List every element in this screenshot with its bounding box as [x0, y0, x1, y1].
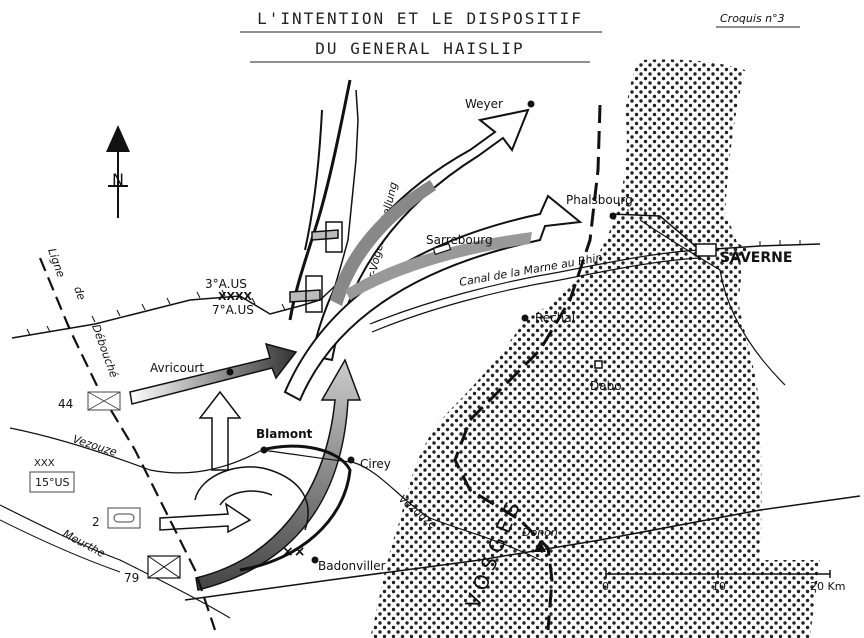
- label-weyer: Weyer: [465, 97, 503, 111]
- hollow-arrow-up: [198, 390, 242, 471]
- label-ligne-2: de: [71, 285, 88, 303]
- scale-ten: 10: [712, 580, 726, 593]
- unit-2-symbol: [107, 507, 141, 529]
- enemy-marks: ××: [282, 544, 305, 560]
- scale-zero: 0: [602, 580, 609, 593]
- dabo-square: [594, 360, 603, 369]
- north-label: N: [112, 170, 124, 189]
- corps-15-label: 15°US: [35, 476, 70, 489]
- boundary-unit-symbols: [289, 221, 343, 313]
- vezouze-river: [9, 427, 541, 561]
- town-dots: [226, 100, 617, 564]
- army-3-label: 3°A.US: [205, 277, 247, 291]
- label-donon: Donon: [522, 526, 558, 539]
- defensive-arc-outer: [239, 444, 352, 572]
- label-meurthe: Meurthe: [61, 527, 108, 560]
- saverne-hatch: [695, 243, 717, 257]
- label-vezouze-west: Vezouze: [71, 432, 119, 459]
- label-blamont: Blamont: [256, 427, 313, 441]
- label-badonviller: Badonviller: [318, 559, 386, 573]
- unit-44-symbol: [87, 391, 121, 411]
- vor-vogesen-line: [288, 79, 352, 321]
- army-7-label: 7°A.US: [212, 303, 254, 317]
- sarrebourg-marker: [432, 242, 452, 256]
- army-symbol: XXXX: [218, 290, 252, 303]
- label-rechal: Rechal: [535, 311, 575, 325]
- scale-bar: [605, 570, 831, 578]
- corps-symbol: XXX: [34, 458, 55, 469]
- meurthe-river: [0, 504, 231, 619]
- army-boundary-line: [11, 89, 359, 339]
- vosges-crest-line: [453, 104, 602, 631]
- unit-44-label: 44: [58, 397, 73, 411]
- corps-15-box: [29, 471, 75, 493]
- label-ligne-1: Ligne: [45, 247, 68, 280]
- unit-2-label: 2: [92, 515, 100, 529]
- donon-peak-icon: [534, 540, 546, 552]
- attack-arrow-south: [195, 358, 362, 591]
- scale-twenty: 20 Km: [810, 580, 845, 593]
- vosges-massif: [370, 59, 820, 638]
- sketch-number: Croquis n°3: [720, 12, 785, 25]
- label-saverne: SAVERNE: [720, 250, 792, 266]
- label-avricourt: Avricourt: [150, 361, 204, 375]
- canal-line: [369, 249, 701, 325]
- map-title-line2: DU GENERAL HAISLIP: [315, 39, 524, 58]
- label-ligne-3: Débouché: [89, 323, 120, 380]
- attack-arrow-avricourt: [129, 342, 298, 405]
- unit-79-label: 79: [124, 571, 139, 585]
- label-cirey: Cirey: [360, 457, 391, 471]
- hollow-arrow-right: [159, 502, 252, 534]
- ligne-debouche-line: [38, 257, 217, 631]
- label-dabo: Dabo: [590, 379, 622, 393]
- map-title-line1: L'INTENTION ET LE DISPOSITIF: [257, 9, 583, 28]
- eastern-river: [639, 219, 786, 386]
- unit-79-symbol: [147, 555, 181, 579]
- label-phalsbourg: Phalsbourg: [566, 193, 633, 207]
- label-sarrebourg: Sarrebourg: [426, 233, 493, 247]
- north-arrow-icon: [106, 125, 130, 152]
